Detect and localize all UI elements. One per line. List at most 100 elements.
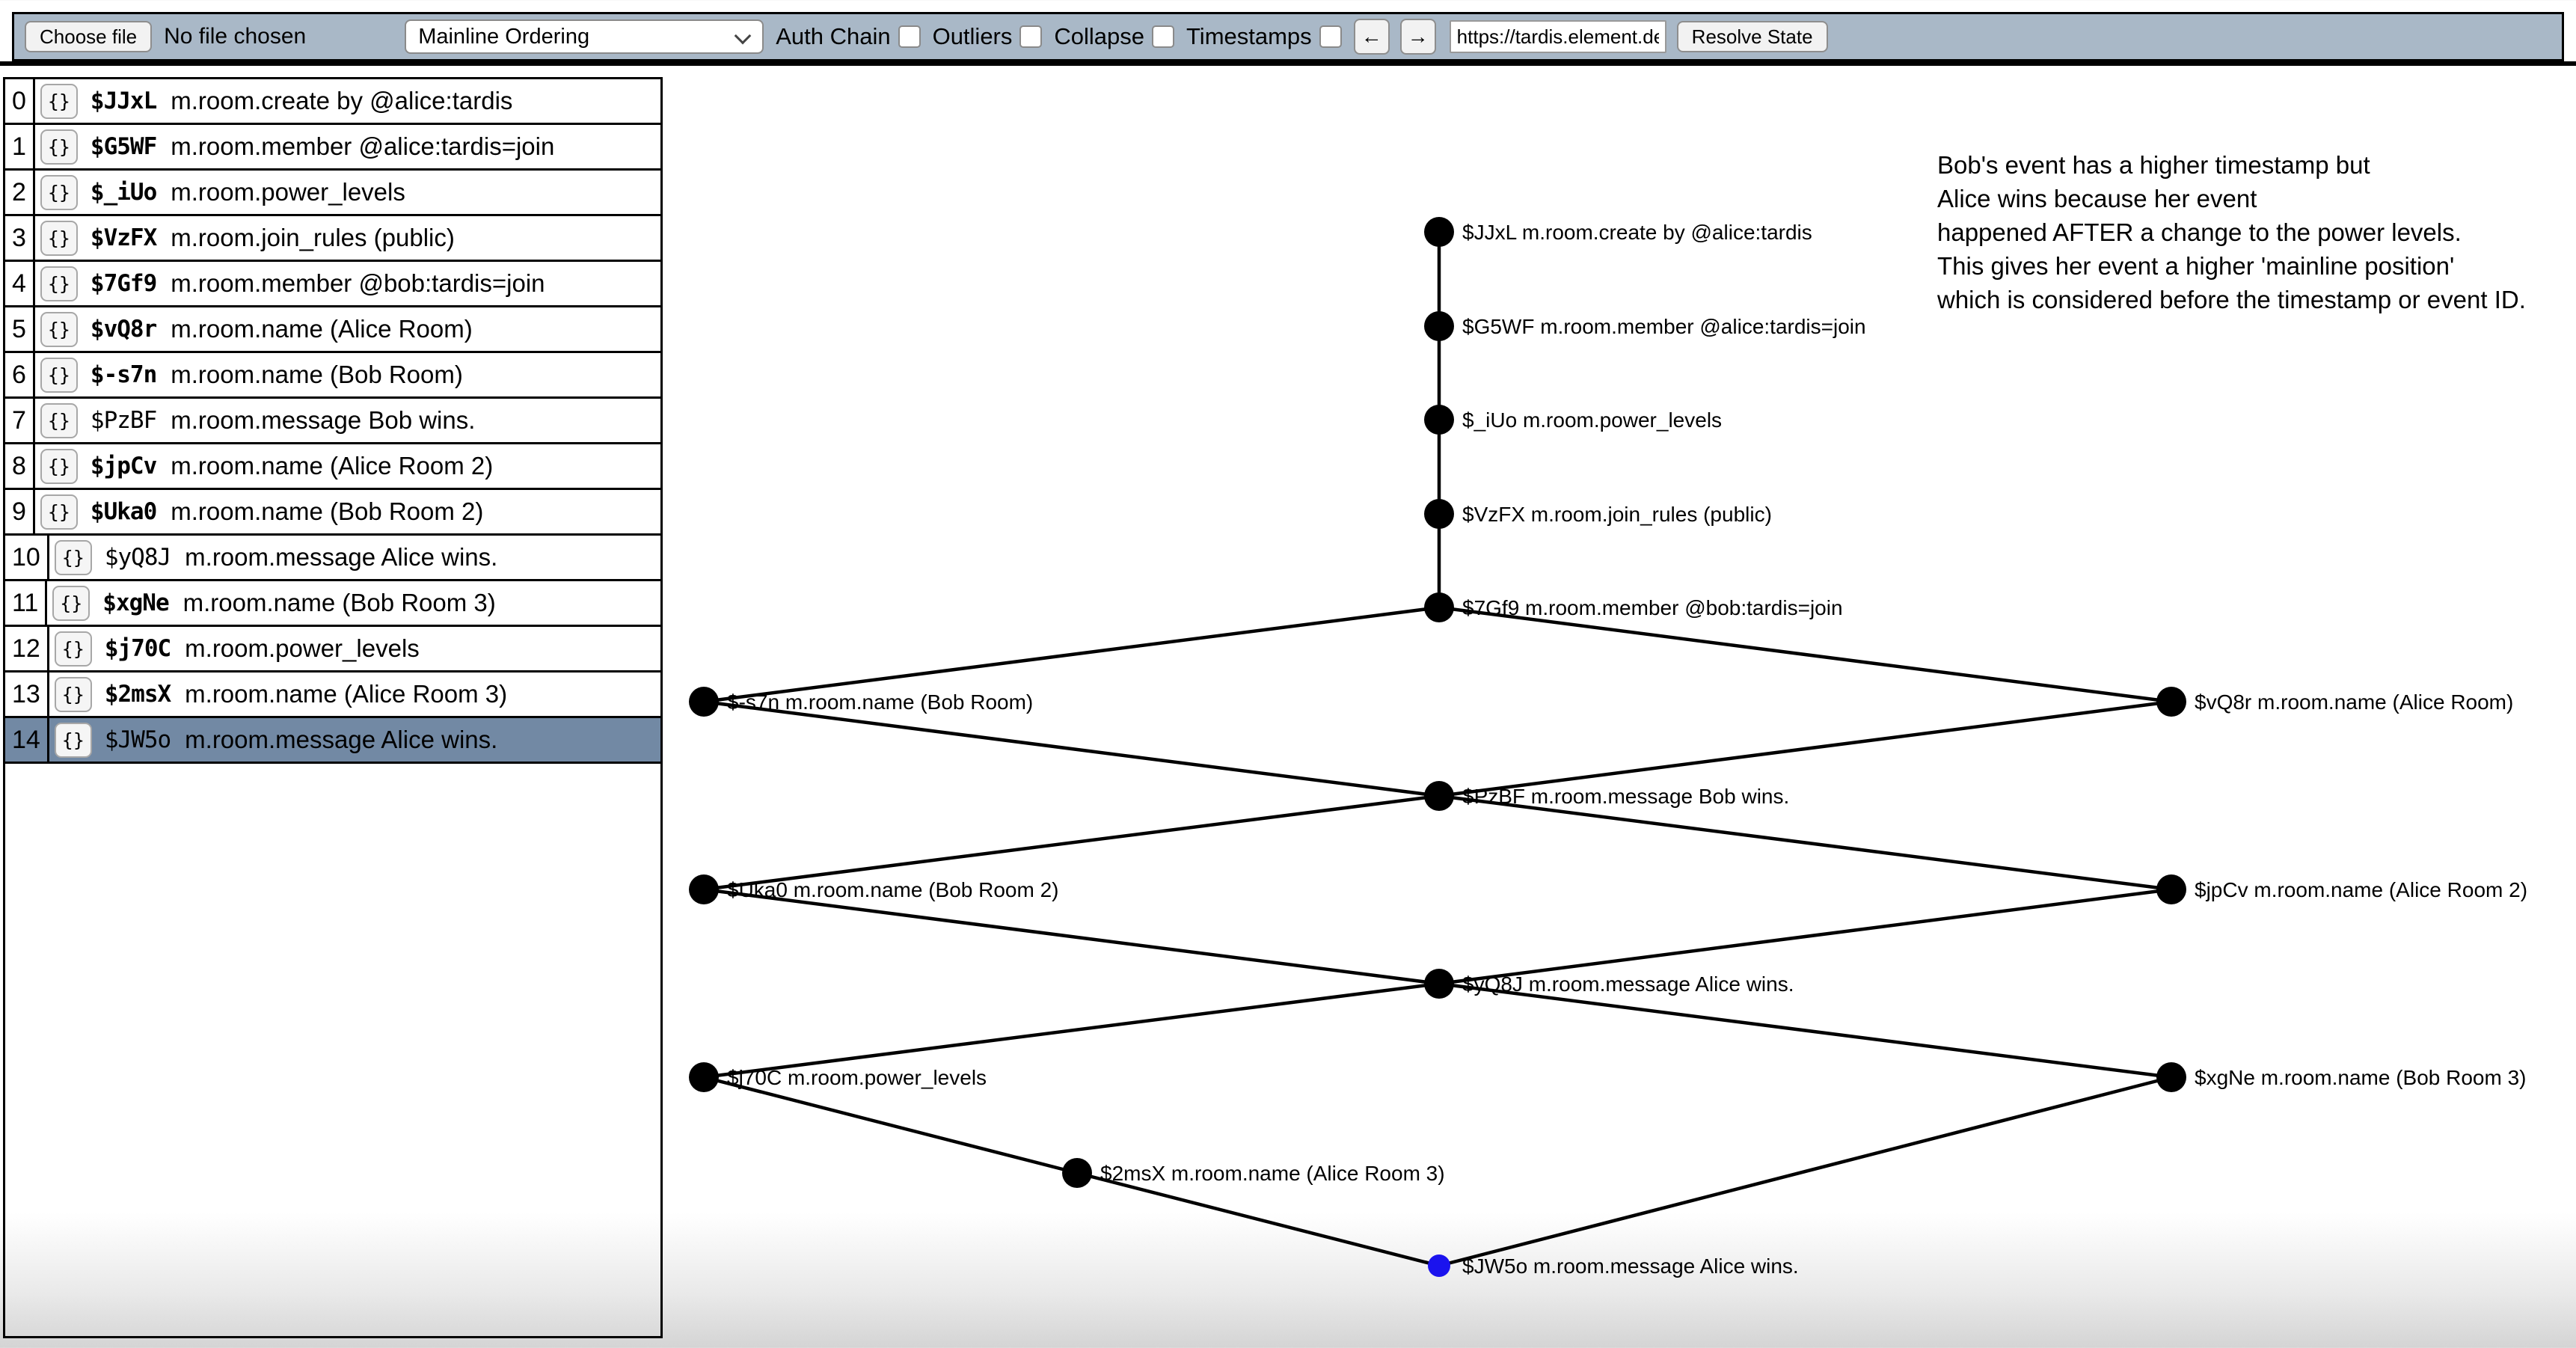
event-description: m.room.name (Bob Room 3): [183, 589, 496, 616]
timestamps-checkbox[interactable]: [1319, 25, 1342, 48]
event-list-row[interactable]: 6 {} $-s7n m.room.name (Bob Room): [5, 353, 660, 399]
graph-node[interactable]: [1424, 592, 1454, 622]
json-toggle-button[interactable]: {}: [40, 220, 78, 256]
event-list-row[interactable]: 11 {} $xgNe m.room.name (Bob Room 3): [5, 581, 660, 627]
forward-button[interactable]: →: [1399, 19, 1436, 55]
graph-node-label: $PzBF m.room.message Bob wins.: [1462, 785, 1789, 808]
server-url-input[interactable]: [1449, 20, 1666, 53]
event-list-row[interactable]: 10 {} $yQ8J m.room.message Alice wins.: [5, 536, 660, 581]
outliers-checkbox[interactable]: [1019, 25, 1043, 48]
json-toggle-button[interactable]: {}: [40, 311, 78, 347]
json-toggle-button[interactable]: {}: [40, 266, 78, 301]
event-description: m.room.join_rules (public): [171, 224, 455, 251]
graph-edge: [1076, 1171, 1440, 1268]
graph-node[interactable]: [1424, 781, 1454, 811]
json-toggle-button[interactable]: {}: [54, 676, 92, 712]
event-index: 10: [5, 536, 49, 579]
event-list-row[interactable]: 8 {} $jpCv m.room.name (Alice Room 2): [5, 444, 660, 490]
annotation-line: which is considered before the timestamp…: [1937, 286, 2526, 313]
auth-chain-checkbox[interactable]: [898, 25, 921, 48]
event-index: 11: [5, 581, 48, 625]
event-description: m.room.name (Bob Room 2): [171, 497, 484, 525]
timestamps-label: Timestamps: [1186, 23, 1312, 49]
event-index: 8: [5, 444, 35, 488]
graph-node[interactable]: [1424, 217, 1454, 247]
event-description: m.room.name (Bob Room): [171, 361, 463, 388]
graph-node[interactable]: [1424, 969, 1454, 999]
graph-node-label: $_iUo m.room.power_levels: [1462, 408, 1722, 432]
event-id: $-s7n: [90, 361, 157, 388]
json-toggle-button[interactable]: {}: [54, 722, 92, 758]
event-description: m.room.create by @alice:tardis: [171, 87, 513, 114]
graph-node-selected[interactable]: [1428, 1254, 1450, 1277]
event-id: $Uka0: [90, 498, 157, 525]
json-toggle-button[interactable]: {}: [40, 402, 78, 438]
graph-node-label: $JJxL m.room.create by @alice:tardis: [1462, 221, 1812, 244]
event-list-row[interactable]: 4 {} $7Gf9 m.room.member @bob:tardis=joi…: [5, 262, 660, 307]
event-description: m.room.name (Alice Room 2): [171, 452, 494, 480]
event-list-row[interactable]: 0 {} $JJxL m.room.create by @alice:tardi…: [5, 79, 660, 125]
graph-node[interactable]: [1424, 499, 1454, 529]
event-index: 2: [5, 171, 35, 214]
graph-edge: [1438, 981, 2172, 1079]
graph-edge: [1438, 699, 2172, 798]
event-id: $vQ8r: [90, 316, 157, 343]
annotation-line: Bob's event has a higher timestamp but: [1937, 151, 2370, 179]
event-list-row[interactable]: 2 {} $_iUo m.room.power_levels: [5, 171, 660, 216]
event-index: 4: [5, 262, 35, 305]
event-list-row[interactable]: 1 {} $G5WF m.room.member @alice:tardis=j…: [5, 125, 660, 171]
ordering-select[interactable]: Mainline Ordering: [405, 19, 764, 54]
json-toggle-button[interactable]: {}: [40, 357, 78, 393]
event-list-row[interactable]: 12 {} $j70C m.room.power_levels: [5, 627, 660, 673]
event-id: $2msX: [104, 681, 171, 708]
event-index: 6: [5, 353, 35, 396]
back-button[interactable]: ←: [1353, 19, 1390, 55]
annotation-line: Alice wins because her event: [1937, 185, 2257, 212]
graph-node[interactable]: [2156, 1062, 2186, 1092]
event-description: m.room.message Alice wins.: [185, 726, 498, 753]
event-index: 5: [5, 307, 35, 351]
graph-node[interactable]: [1062, 1158, 1092, 1188]
graph-node[interactable]: [2156, 874, 2186, 904]
graph-edge: [703, 887, 1440, 986]
json-toggle-button[interactable]: {}: [52, 585, 91, 621]
choose-file-button[interactable]: Choose file: [25, 21, 153, 52]
graph-node[interactable]: [689, 874, 719, 904]
collapse-checkbox[interactable]: [1152, 25, 1175, 48]
json-toggle-button[interactable]: {}: [40, 83, 78, 119]
event-list-row[interactable]: 5 {} $vQ8r m.room.name (Alice Room): [5, 307, 660, 353]
event-list: 0 {} $JJxL m.room.create by @alice:tardi…: [5, 79, 660, 764]
event-id: $_iUo: [90, 179, 157, 206]
graph-node[interactable]: [689, 687, 719, 717]
graph-node-label: $G5WF m.room.member @alice:tardis=join: [1462, 315, 1866, 338]
resolve-state-button[interactable]: Resolve State: [1676, 21, 1828, 52]
json-toggle-button[interactable]: {}: [40, 129, 78, 165]
event-description: m.room.member @bob:tardis=join: [171, 269, 545, 297]
event-index: 7: [5, 399, 35, 442]
annotation-line: happened AFTER a change to the power lev…: [1937, 218, 2462, 246]
event-list-row[interactable]: 9 {} $Uka0 m.room.name (Bob Room 2): [5, 490, 660, 536]
event-id: $7Gf9: [90, 270, 157, 297]
graph-node[interactable]: [1424, 405, 1454, 435]
graph-node[interactable]: [1424, 311, 1454, 341]
graph-node-label: $yQ8J m.room.message Alice wins.: [1462, 972, 1794, 996]
annotation-line: This gives her event a higher 'mainline …: [1937, 252, 2455, 280]
graph-node[interactable]: [2156, 687, 2186, 717]
event-list-row[interactable]: 3 {} $VzFX m.room.join_rules (public): [5, 216, 660, 262]
event-id: $jpCv: [90, 453, 157, 480]
event-id: $JW5o: [104, 726, 171, 753]
toolbar: Choose file No file chosen Mainline Orde…: [12, 12, 2564, 61]
event-list-row[interactable]: 13 {} $2msX m.room.name (Alice Room 3): [5, 673, 660, 718]
event-list-row[interactable]: 7 {} $PzBF m.room.message Bob wins.: [5, 399, 660, 444]
graph-node[interactable]: [689, 1062, 719, 1092]
event-index: 9: [5, 490, 35, 533]
json-toggle-button[interactable]: {}: [40, 448, 78, 484]
json-toggle-button[interactable]: {}: [40, 174, 78, 210]
json-toggle-button[interactable]: {}: [54, 539, 92, 575]
event-list-row[interactable]: 14 {} $JW5o m.room.message Alice wins.: [5, 718, 660, 764]
json-toggle-button[interactable]: {}: [54, 631, 92, 667]
event-index: 14: [5, 718, 49, 762]
json-toggle-button[interactable]: {}: [40, 494, 78, 530]
event-description: m.room.member @alice:tardis=join: [171, 132, 555, 160]
auth-chain-label: Auth Chain: [776, 23, 891, 49]
